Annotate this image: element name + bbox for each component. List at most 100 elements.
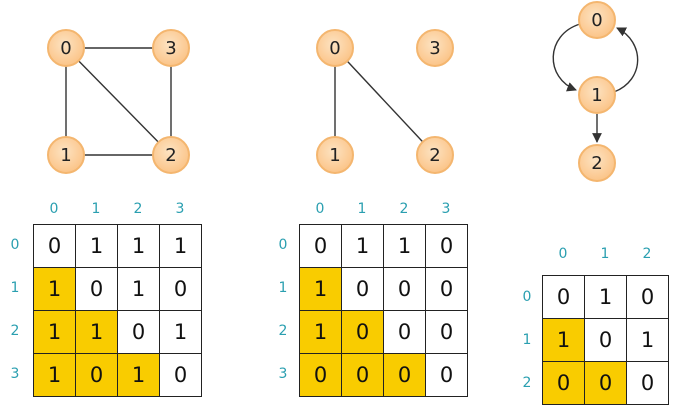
matrix-cell: 0 (75, 267, 118, 311)
svg-text:2: 2 (591, 153, 602, 174)
matrix-cell: 1 (584, 275, 627, 319)
matrix-cell: 0 (383, 353, 426, 397)
row-header: 1 (278, 280, 288, 296)
col-header: 0 (315, 201, 325, 217)
matrix-row: 0 1 0 (542, 275, 669, 319)
col-header: 0 (49, 201, 59, 217)
row-header: 1 (10, 280, 20, 296)
matrix-cell: 0 (159, 267, 202, 311)
matrix-cell: 0 (299, 224, 342, 268)
row-header: 0 (522, 289, 532, 305)
col-header: 2 (642, 246, 652, 262)
svg-text:0: 0 (60, 38, 71, 59)
svg-text:3: 3 (429, 38, 440, 59)
edge-0-2 (65, 47, 172, 156)
matrix-cell: 1 (75, 310, 118, 354)
col-header: 3 (441, 201, 451, 217)
svg-text:2: 2 (429, 145, 440, 166)
matrix-cell: 0 (299, 353, 342, 397)
graph-drawings: 0 3 1 2 0 3 1 2 0 1 2 (47, 1, 639, 182)
matrix-cell: 0 (584, 361, 627, 405)
matrix-cell: 0 (542, 275, 585, 319)
matrix-cell: 0 (341, 267, 384, 311)
matrix-cell: 0 (542, 361, 585, 405)
svg-text:0: 0 (591, 10, 602, 31)
matrix-cell: 0 (626, 361, 669, 405)
matrix-cell: 1 (299, 267, 342, 311)
matrix-cell: 1 (75, 224, 118, 268)
matrix-cell: 1 (299, 310, 342, 354)
row-header: 3 (10, 366, 20, 382)
row-header: 2 (278, 323, 288, 339)
matrix-cell: 0 (33, 224, 76, 268)
col-header: 3 (175, 201, 185, 217)
row-header: 0 (10, 237, 20, 253)
matrix-row: 1 0 1 0 (33, 267, 202, 311)
matrix-cell: 0 (383, 267, 426, 311)
matrix-cell: 1 (33, 353, 76, 397)
col-header: 1 (600, 246, 610, 262)
graph2-node-1: 1 (316, 136, 354, 174)
matrix-cell: 1 (159, 310, 202, 354)
matrix-cell: 1 (33, 267, 76, 311)
arc-0-to-1 (552, 23, 581, 92)
matrix-grid: 0 1 1 0 1 0 0 0 1 0 0 0 0 0 0 0 (299, 224, 468, 397)
row-header: 0 (278, 237, 288, 253)
matrix-row: 0 1 1 1 (33, 224, 202, 268)
matrix-row: 1 0 1 (542, 318, 669, 362)
undirected-graph-1: 0 3 1 2 (47, 29, 190, 174)
graph3-node-1: 1 (578, 76, 616, 114)
row-header: 3 (278, 366, 288, 382)
matrix-cell: 0 (75, 353, 118, 397)
graph3-node-2: 2 (578, 144, 616, 182)
matrix-row: 0 0 0 0 (299, 353, 468, 397)
graph1-node-0: 0 (47, 29, 85, 67)
matrix-cell: 1 (341, 224, 384, 268)
svg-text:1: 1 (329, 145, 340, 166)
matrix-row: 0 1 1 0 (299, 224, 468, 268)
col-header: 1 (357, 201, 367, 217)
matrix-cell: 1 (117, 353, 160, 397)
graph1-node-3: 3 (152, 29, 190, 67)
undirected-graph-2: 0 3 1 2 (316, 29, 454, 174)
col-header: 0 (558, 246, 568, 262)
matrix-cell: 0 (425, 267, 468, 311)
matrix-cell: 1 (159, 224, 202, 268)
matrix-row: 1 0 0 0 (299, 267, 468, 311)
svg-text:2: 2 (165, 145, 176, 166)
matrix-cell: 1 (117, 224, 160, 268)
matrix-row: 1 0 0 0 (299, 310, 468, 354)
matrix-cell: 0 (584, 318, 627, 362)
matrix-cell: 1 (383, 224, 426, 268)
matrix-cell: 0 (626, 275, 669, 319)
matrix-row: 1 1 0 1 (33, 310, 202, 354)
graph1-node-2: 2 (152, 136, 190, 174)
matrix-cell: 1 (33, 310, 76, 354)
matrix-cell: 1 (542, 318, 585, 362)
matrix-cell: 1 (117, 267, 160, 311)
matrix-cell: 0 (341, 353, 384, 397)
matrix-cell: 1 (626, 318, 669, 362)
matrix-cell: 0 (425, 310, 468, 354)
matrix-cell: 0 (341, 310, 384, 354)
svg-text:0: 0 (329, 38, 340, 59)
directed-graph-3: 0 1 2 (552, 1, 639, 182)
svg-text:1: 1 (591, 85, 602, 106)
matrix-grid: 0 1 1 1 1 0 1 0 1 1 0 1 1 0 1 0 (33, 224, 202, 397)
col-header: 2 (399, 201, 409, 217)
col-header: 2 (133, 201, 143, 217)
row-header: 1 (522, 332, 532, 348)
matrix-cell: 0 (425, 353, 468, 397)
matrix-row: 1 0 1 0 (33, 353, 202, 397)
graph1-node-1: 1 (47, 136, 85, 174)
matrix-cell: 0 (159, 353, 202, 397)
matrix-row: 0 0 0 (542, 361, 669, 405)
graph2-node-2: 2 (416, 136, 454, 174)
graph3-node-0: 0 (578, 1, 616, 39)
row-header: 2 (10, 323, 20, 339)
graph2-node-3: 3 (416, 29, 454, 67)
col-header: 1 (91, 201, 101, 217)
row-header: 2 (522, 375, 532, 391)
matrix-cell: 0 (383, 310, 426, 354)
